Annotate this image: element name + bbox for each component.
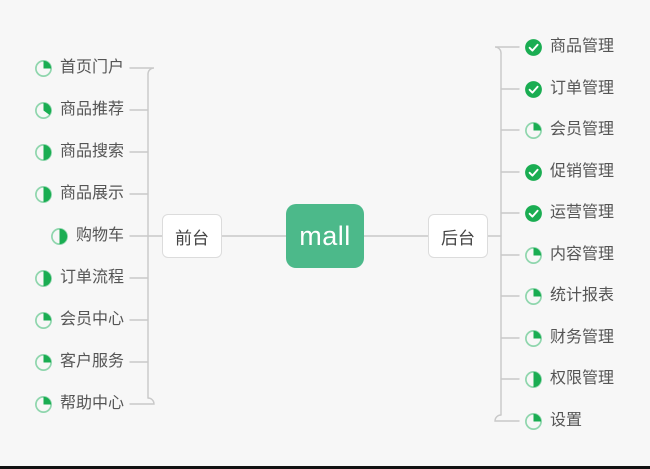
leaf-label: 内容管理 — [550, 246, 615, 263]
leaf-item-frontend-3[interactable]: 商品展示 — [34, 182, 124, 206]
leaf-label: 统计报表 — [550, 287, 615, 304]
pie-progress-icon — [525, 287, 542, 305]
leaf-label: 帮助中心 — [59, 395, 124, 412]
leaf-item-frontend-7[interactable]: 客户服务 — [34, 350, 124, 374]
leaf-item-frontend-4[interactable]: 购物车 — [50, 224, 124, 248]
leaf-label: 运营管理 — [550, 204, 615, 221]
pie-progress-icon — [525, 412, 542, 430]
leaf-item-backend-0[interactable]: 商品管理 — [524, 35, 614, 59]
leaf-item-frontend-5[interactable]: 订单流程 — [34, 266, 124, 290]
check-circle-icon — [525, 80, 542, 98]
leaf-item-backend-6[interactable]: 统计报表 — [524, 284, 614, 308]
leaf-label: 商品展示 — [59, 185, 124, 202]
bottom-edge-bar — [0, 466, 650, 469]
leaf-label: 权限管理 — [550, 370, 615, 387]
leaf-label: 商品搜索 — [59, 143, 124, 160]
center-node-label: mall — [299, 220, 351, 251]
leaf-item-backend-8[interactable]: 权限管理 — [524, 367, 614, 391]
leaf-label: 客户服务 — [59, 353, 124, 370]
leaf-item-frontend-0[interactable]: 首页门户 — [34, 56, 124, 80]
check-circle-icon — [525, 163, 542, 181]
leaf-item-backend-5[interactable]: 内容管理 — [524, 243, 614, 267]
leaf-label: 会员中心 — [59, 311, 124, 328]
pie-progress-icon — [525, 370, 542, 388]
pie-progress-icon — [51, 227, 68, 245]
leaf-label: 订单流程 — [59, 269, 124, 286]
pie-progress-icon — [35, 59, 52, 77]
pie-progress-icon — [525, 329, 542, 347]
pie-progress-icon — [35, 311, 52, 329]
pie-progress-icon — [35, 185, 52, 203]
pie-progress-icon — [35, 269, 52, 287]
leaf-item-backend-7[interactable]: 财务管理 — [524, 326, 614, 350]
branch-node-frontend[interactable]: 前台 — [162, 214, 222, 258]
leaf-item-backend-9[interactable]: 设置 — [524, 409, 582, 433]
leaf-label: 设置 — [550, 412, 583, 429]
pie-progress-icon — [35, 101, 52, 119]
pie-progress-icon — [525, 121, 542, 139]
leaf-item-frontend-6[interactable]: 会员中心 — [34, 308, 124, 332]
pie-progress-icon — [35, 143, 52, 161]
leaf-item-backend-2[interactable]: 会员管理 — [524, 118, 614, 142]
check-circle-icon — [525, 38, 542, 56]
branch-node-backend[interactable]: 后台 — [428, 214, 488, 258]
leaf-label: 商品推荐 — [59, 101, 124, 118]
leaf-label: 财务管理 — [550, 329, 615, 346]
branch-node-label: 后台 — [441, 228, 475, 248]
leaf-label: 订单管理 — [550, 80, 615, 97]
branch-node-label: 前台 — [175, 228, 209, 248]
pie-progress-icon — [35, 395, 52, 413]
leaf-item-backend-4[interactable]: 运营管理 — [524, 201, 614, 225]
pie-progress-icon — [35, 353, 52, 371]
leaf-label: 购物车 — [75, 227, 124, 244]
check-circle-icon — [525, 204, 542, 222]
pie-progress-icon — [525, 246, 542, 264]
leaf-label: 首页门户 — [59, 59, 124, 76]
leaf-label: 促销管理 — [550, 163, 615, 180]
leaf-item-frontend-2[interactable]: 商品搜索 — [34, 140, 124, 164]
leaf-item-backend-3[interactable]: 促销管理 — [524, 160, 614, 184]
leaf-item-frontend-8[interactable]: 帮助中心 — [34, 392, 124, 416]
leaf-item-backend-1[interactable]: 订单管理 — [524, 77, 614, 101]
leaf-label: 会员管理 — [550, 121, 615, 138]
leaf-label: 商品管理 — [550, 38, 615, 55]
center-node-mall[interactable]: mall — [286, 204, 364, 268]
leaf-item-frontend-1[interactable]: 商品推荐 — [34, 98, 124, 122]
